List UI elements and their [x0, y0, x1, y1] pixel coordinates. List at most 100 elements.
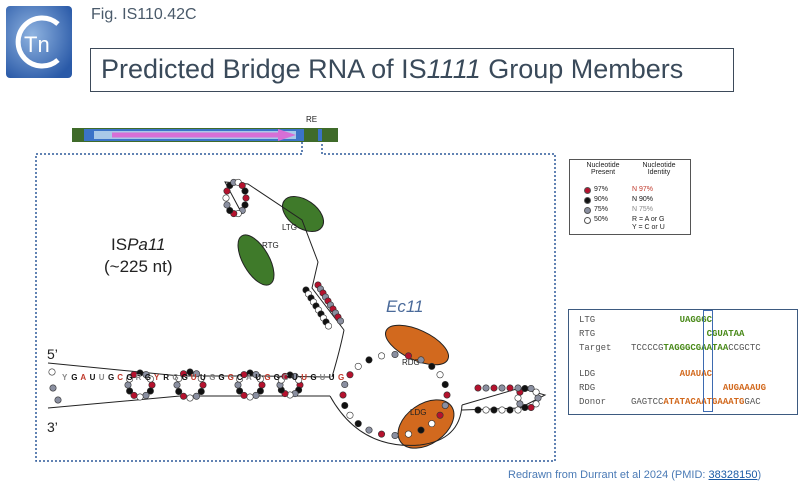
nucleotide-dot [498, 406, 506, 414]
alignment-highlight [703, 310, 713, 412]
nucleotide-letter: U [255, 373, 261, 382]
nucleotide-dot [175, 374, 183, 382]
seq-value: AUGAAAUG [631, 383, 766, 393]
legend-dot [584, 207, 591, 214]
nucleotide-dot [346, 411, 354, 419]
page-title: Predicted Bridge RNA of IS1111 Group Mem… [101, 54, 684, 84]
credit-line: Redrawn from Durrant et al 2024 (PMID: 3… [508, 469, 762, 481]
nucleotide-dot [391, 350, 399, 358]
ltg-ellipse [282, 196, 324, 232]
nucleotide-dots [48, 178, 542, 439]
nucleotide-dot [222, 194, 230, 202]
nucleotide-dot [130, 391, 138, 399]
legend-identity: R = A or G [632, 216, 665, 223]
nucleotide-dot [241, 201, 249, 209]
nucleotide-dot [226, 207, 234, 215]
nucleotide-letter: G [182, 373, 188, 382]
nucleotide-dot [148, 381, 156, 389]
nucleotide-letter: G [71, 373, 77, 382]
seq-segment [631, 369, 680, 379]
nucleotide-dot [136, 393, 144, 401]
legend-col2-title: Nucleotide Identity [642, 162, 676, 176]
seq-segment: GAGTCC [631, 397, 664, 407]
rtg-label: RTG [262, 241, 279, 250]
nucleotide-dot [142, 371, 150, 379]
seq-label: Donor [579, 397, 607, 407]
nucleotide-letter: G [338, 373, 344, 382]
nucleotide-letter: U [329, 373, 335, 382]
nucleotide-dot [428, 362, 436, 370]
ldg-label: LDG [410, 408, 426, 417]
pmid-link[interactable]: 38328150 [708, 469, 758, 481]
nucleotide-dot [365, 356, 373, 364]
transposon-bar: RE [72, 115, 338, 142]
seq-segment: AUGAAAUG [722, 383, 767, 393]
nucleotide-dot [295, 376, 303, 384]
nucleotide-dot [474, 384, 482, 392]
seq-segment: CGUATAA [706, 329, 745, 339]
legend-dot [584, 197, 591, 204]
nucleotide-dot [258, 381, 266, 389]
seq-value: GAGTCCATATACAATGAAATGGAC [631, 397, 761, 407]
nucleotide-dot [234, 381, 242, 389]
nucleotide-letter: R [136, 373, 142, 382]
nucleotide-dot [146, 375, 154, 383]
nucleotide-dot [49, 384, 57, 392]
nucleotide-dot [441, 401, 449, 409]
nucleotide-dot [252, 371, 260, 379]
seq-value: CGUATAA [631, 329, 745, 339]
nucleotide-dot [534, 394, 542, 402]
seq-segment: CCGCTC [728, 343, 761, 353]
nucleotide-dot [126, 387, 134, 395]
nucleotide-letter: U [99, 373, 105, 382]
nucleotide-dot [482, 406, 490, 414]
seq-segment: GAC [744, 397, 761, 407]
nucleotide-letter: G [264, 373, 270, 382]
nucleotide-dot [336, 317, 344, 325]
nucleotide-letter: C [237, 373, 243, 382]
figure-label: Fig. IS110.42C [91, 6, 197, 23]
nucleotide-dot [256, 387, 264, 395]
nucleotide-dot [521, 404, 529, 412]
nucleotide-dot [180, 392, 188, 400]
nucleotide-dot [236, 387, 244, 395]
title-box: Predicted Bridge RNA of IS1111 Group Mem… [90, 48, 734, 92]
nucleotide-dot [506, 384, 514, 392]
nucleotide-dot [252, 391, 260, 399]
logo-text: Tn [24, 32, 50, 57]
legend-identity: N 75% [632, 206, 654, 213]
nucleotide-letter: C [283, 373, 289, 382]
nucleotide-dot [490, 406, 498, 414]
nucleotide-dot [532, 388, 540, 396]
nucleotide-dot [54, 396, 62, 404]
seq-value: AUAUAC [631, 369, 712, 379]
legend-box: Nucleotide Present Nucleotide Identity 9… [569, 159, 691, 235]
nucleotide-dot [256, 375, 264, 383]
nucleotide-dot [142, 391, 150, 399]
nucleotide-dot [482, 384, 490, 392]
three-prime-end: 3’ [47, 419, 58, 435]
nucleotide-dot [241, 187, 249, 195]
seq-value: TCCCCGTAGGGCGAATAACCGCTC [631, 343, 761, 353]
nucleotide-dot [378, 352, 386, 360]
nucleotide-dot [146, 387, 154, 395]
legend-present: 75% [594, 206, 609, 213]
nucleotide-letter: U [90, 373, 96, 382]
nucleotide-dot [193, 392, 201, 400]
nucleotide-dot [354, 420, 362, 428]
nucleotide-dot [186, 368, 194, 376]
seq-label: RDG [579, 383, 596, 393]
nucleotide-dot [124, 381, 132, 389]
nucleotide-letter: U [292, 373, 298, 382]
seq-value: UAGGGC [631, 315, 712, 325]
nucleotide-letter: U [200, 373, 206, 382]
nucleotide-letter: G [218, 373, 224, 382]
nucleotide-dot [236, 375, 244, 383]
nucleotide-dot [514, 406, 522, 414]
ec11-label: Ec11 [386, 297, 424, 316]
nucleotide-dot [521, 384, 529, 392]
nucleotide-dot [173, 381, 181, 389]
nucleotide-dot [514, 394, 522, 402]
nucleotide-letter: G [172, 373, 178, 382]
